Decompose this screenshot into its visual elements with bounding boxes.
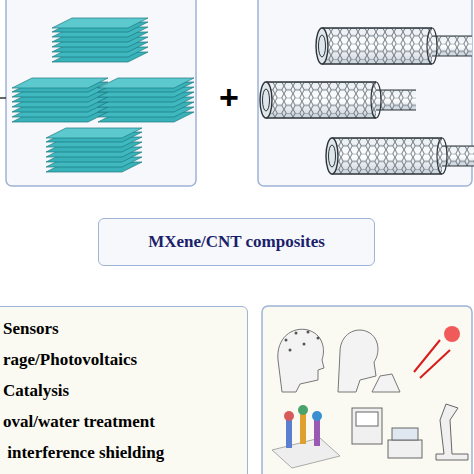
head-illustration <box>278 329 400 392</box>
application-item: interference shielding <box>0 437 247 468</box>
application-item: rage/Photovoltaics <box>0 344 247 375</box>
carbon-nanotube <box>326 138 474 174</box>
application-item: oval/water treatment <box>0 406 247 437</box>
mxene-panel <box>6 0 196 186</box>
application-list-box: Sensorsrage/PhotovoltaicsCatalysisoval/w… <box>0 306 248 474</box>
application-item: Sensors <box>0 313 247 344</box>
application-panel <box>262 306 472 474</box>
mxene-stack <box>46 128 142 172</box>
protein-illustration <box>272 405 340 468</box>
composite-box: MXene/CNT composites <box>98 218 375 266</box>
carbon-nanotube <box>316 28 472 64</box>
mxene-stack <box>52 18 148 62</box>
plus-sign: + <box>214 78 244 117</box>
node-title: MXene/CNT composites <box>148 232 325 252</box>
carbon-nanotube <box>260 82 416 118</box>
application-item: Catalysis <box>0 375 247 406</box>
mxene-stack <box>98 78 194 122</box>
leader-line <box>0 97 6 99</box>
laser-illustration <box>414 326 460 378</box>
instrument-illustration <box>352 404 468 460</box>
mxene-stack <box>12 78 108 122</box>
electrode-dots <box>285 331 320 352</box>
